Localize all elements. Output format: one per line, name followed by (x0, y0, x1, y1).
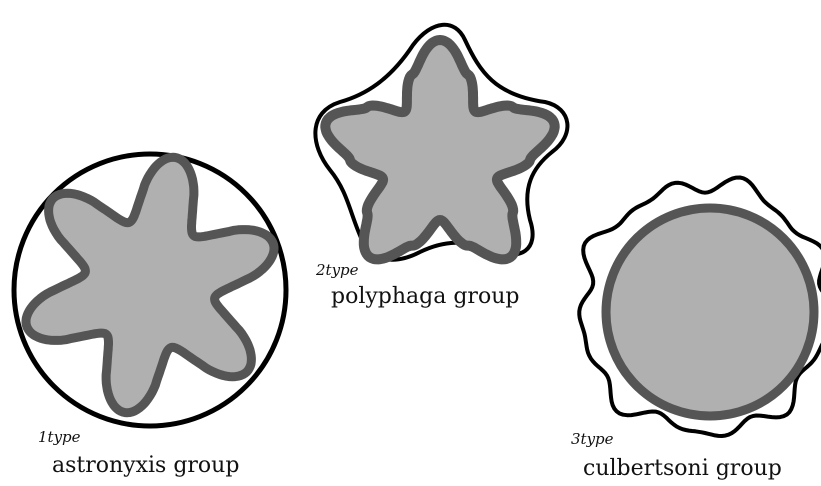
culbertsoni-cyst (579, 178, 821, 437)
culbertsoni-endocyst (606, 208, 814, 416)
type-label-3: 3type (571, 432, 614, 447)
polyphaga-endocyst (325, 40, 554, 259)
group-name-polyphaga: polyphaga group (331, 286, 519, 308)
polyphaga-cyst (315, 25, 567, 260)
group-name-culbertsoni: culbertsoni group (583, 458, 782, 480)
type-label-2: 2type (316, 263, 359, 278)
group-name-astronyxis: astronyxis group (52, 455, 239, 477)
type-label-1: 1type (38, 430, 81, 445)
astronyxis-endocyst (26, 157, 274, 412)
astronyxis-cyst (14, 154, 286, 426)
